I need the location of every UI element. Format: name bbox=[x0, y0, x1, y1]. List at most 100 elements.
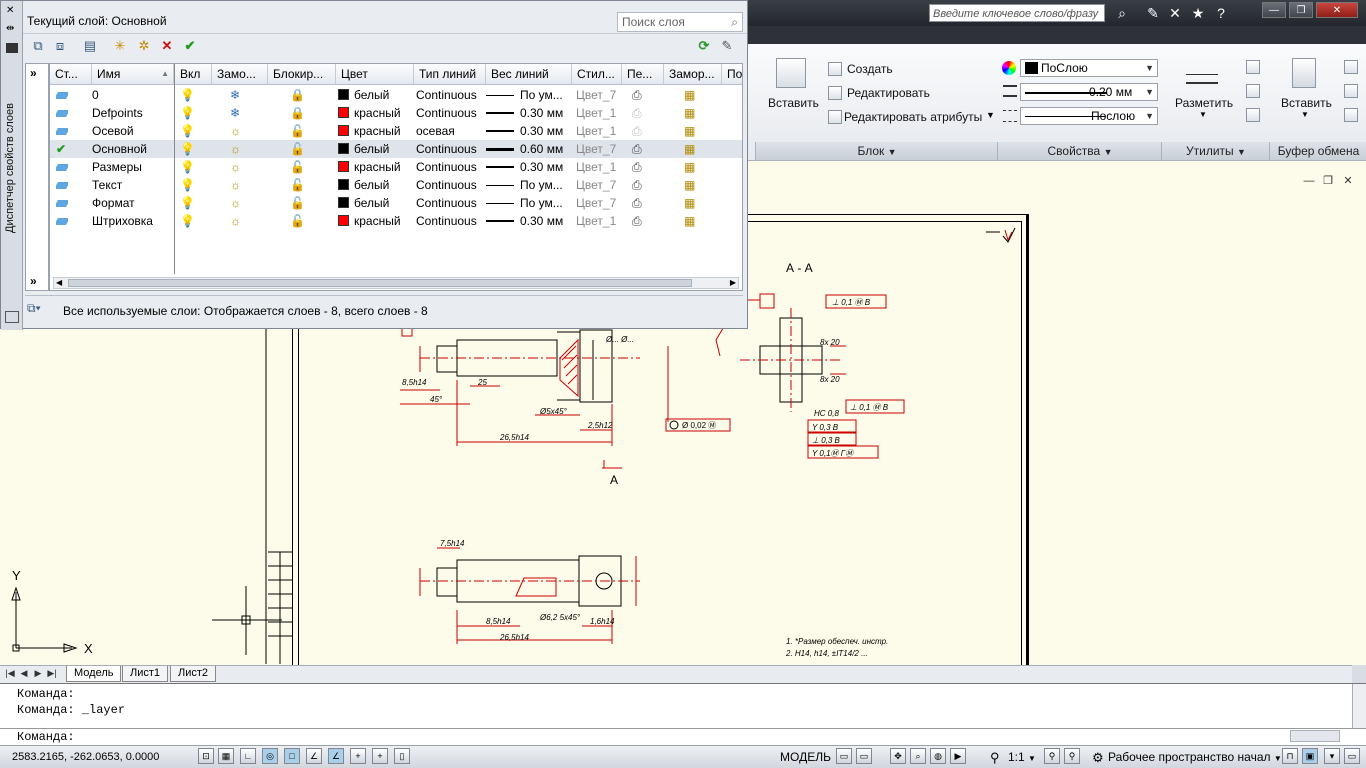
pan-icon[interactable]: ✥ bbox=[890, 748, 906, 764]
printer-icon[interactable]: ⎙ bbox=[632, 160, 642, 174]
help-icon[interactable]: ? bbox=[1217, 5, 1225, 21]
layer-linetype[interactable]: Continuous bbox=[416, 142, 477, 156]
lock-open-icon[interactable]: 🔓 bbox=[290, 160, 305, 174]
insert-block-icon[interactable] bbox=[776, 58, 806, 88]
tools-icon[interactable]: ✎ bbox=[1147, 5, 1159, 21]
col-plotstyle[interactable]: Стил... bbox=[572, 64, 622, 84]
help-search-input[interactable]: Введите ключевое слово/фразу bbox=[929, 4, 1105, 22]
tab-model[interactable]: Модель bbox=[66, 666, 122, 682]
color-combo[interactable]: ПоСлою▼ bbox=[1020, 59, 1158, 77]
lineweight-toggle-icon[interactable]: ▯ bbox=[394, 748, 410, 764]
scroll-right-icon[interactable]: ▶ bbox=[729, 278, 736, 287]
first-tab-icon[interactable]: |◀ bbox=[5, 668, 15, 678]
isolate-objects-icon[interactable]: ▾ bbox=[1324, 748, 1340, 764]
lock-closed-icon[interactable]: 🔒 bbox=[290, 106, 305, 120]
dynamic-ucs-icon[interactable]: + bbox=[350, 748, 366, 764]
properties-panel-title[interactable]: Свойства ▼ bbox=[997, 142, 1162, 160]
edit-attributes-button[interactable]: Редактировать атрибуты bbox=[844, 110, 983, 124]
vp-freeze-icon[interactable]: ▦ bbox=[684, 88, 696, 102]
new-group-filter-icon[interactable]: ⧈ bbox=[55, 38, 65, 53]
snap-mode-icon[interactable]: ▦ bbox=[218, 748, 234, 764]
hardware-acceleration-icon[interactable]: ▣ bbox=[1302, 748, 1318, 764]
layer-lineweight[interactable]: 0.30 мм bbox=[520, 214, 564, 228]
zoom-icon[interactable]: ⌕ bbox=[910, 748, 926, 764]
bulb-on-icon[interactable]: 💡 bbox=[180, 106, 195, 120]
col-vp-freeze[interactable]: Замор... bbox=[664, 64, 722, 84]
layer-properties-manager[interactable]: ✕ ⇹ Диспетчер свойств слоев Текущий слой… bbox=[0, 0, 748, 330]
layer-name[interactable]: Текст bbox=[92, 178, 123, 192]
layer-name[interactable]: Размеры bbox=[92, 160, 142, 174]
lock-open-icon[interactable]: 🔓 bbox=[290, 196, 305, 210]
layer-linetype[interactable]: Continuous bbox=[416, 214, 477, 228]
layer-name[interactable]: Основной bbox=[92, 142, 148, 156]
lineweight-combo[interactable]: 0.20 мм▼ bbox=[1020, 83, 1158, 101]
refresh-icon[interactable]: ⟳ bbox=[698, 38, 710, 53]
printer-icon[interactable]: ⎙ bbox=[632, 196, 642, 210]
layer-linetype[interactable]: Continuous bbox=[416, 106, 477, 120]
vp-freeze-icon[interactable]: ▦ bbox=[684, 178, 696, 192]
col-description[interactable]: По bbox=[722, 64, 742, 84]
col-freeze[interactable]: Замо... bbox=[212, 64, 268, 84]
layer-color-name[interactable]: белый bbox=[354, 196, 390, 210]
bulb-on-icon[interactable]: 💡 bbox=[180, 160, 195, 174]
layer-name[interactable]: Осевой bbox=[92, 124, 134, 138]
osnap-tracking-icon[interactable]: ∠ bbox=[328, 748, 344, 764]
printer-icon[interactable]: ⎙ bbox=[632, 106, 642, 120]
utilities-panel-title[interactable]: Утилиты ▼ bbox=[1161, 142, 1270, 160]
col-lock[interactable]: Блокир... bbox=[268, 64, 336, 84]
block-panel-title[interactable]: Блок ▼ bbox=[755, 142, 998, 160]
vp-freeze-icon[interactable]: ▦ bbox=[684, 124, 696, 138]
minimize-button[interactable]: — bbox=[1262, 2, 1286, 18]
horizontal-scrollbar[interactable]: ◀ ▶ bbox=[53, 277, 739, 289]
filter-tree-pane[interactable]: » » bbox=[25, 63, 49, 291]
cad-drawing-canvas[interactable]: 26,5h14 Ø5x45° 2,5h12 25 8,5h14 45° Ø...… bbox=[0, 160, 1366, 666]
layer-linetype[interactable]: Continuous bbox=[416, 160, 477, 174]
expand-filter-icon[interactable]: » bbox=[30, 66, 37, 80]
lock-open-icon[interactable]: 🔓 bbox=[290, 178, 305, 192]
model-space-button[interactable]: МОДЕЛЬ bbox=[780, 750, 831, 764]
measure-button[interactable]: Разметить bbox=[1175, 96, 1234, 110]
insert-button[interactable]: Вставить bbox=[768, 96, 819, 110]
color-swatch[interactable] bbox=[338, 89, 349, 100]
col-color[interactable]: Цвет bbox=[336, 64, 414, 84]
vp-freeze-icon[interactable]: ▦ bbox=[684, 214, 696, 228]
new-layer-vp-frozen-icon[interactable]: ✲ bbox=[138, 38, 150, 53]
col-linetype[interactable]: Тип линий bbox=[414, 64, 486, 84]
annotation-visibility-icon[interactable]: ⚲ bbox=[1044, 748, 1060, 764]
edit-block-button[interactable]: Редактировать bbox=[847, 86, 930, 100]
layer-name[interactable]: Формат bbox=[92, 196, 135, 210]
col-on[interactable]: Вкл bbox=[174, 64, 212, 84]
bulb-on-icon[interactable]: 💡 bbox=[180, 142, 195, 156]
layer-linetype[interactable]: Continuous bbox=[416, 178, 477, 192]
auto-scale-icon[interactable]: ⚲ bbox=[1064, 748, 1080, 764]
showmotion-icon[interactable]: ▶ bbox=[950, 748, 966, 764]
close-icon[interactable]: ✕ bbox=[6, 5, 15, 16]
binoculars-icon[interactable]: ⌕ bbox=[1118, 5, 1126, 21]
ortho-mode-icon[interactable]: ◎ bbox=[262, 748, 278, 764]
layer-lineweight[interactable]: По ум... bbox=[520, 196, 563, 210]
exchange-icon[interactable]: ✕ bbox=[1169, 5, 1181, 21]
bulb-on-icon[interactable]: 💡 bbox=[180, 196, 195, 210]
tab-layout2[interactable]: Лист2 bbox=[170, 666, 217, 682]
command-scrollbar[interactable] bbox=[1352, 684, 1366, 728]
layer-list[interactable]: Ст... Имя▲ Вкл Замо... Блокир... Цвет Ти… bbox=[49, 63, 743, 291]
printer-icon[interactable]: ⎙ bbox=[632, 142, 642, 156]
bulb-on-icon[interactable]: 💡 bbox=[180, 214, 195, 228]
vp-freeze-icon[interactable]: ▦ bbox=[684, 160, 696, 174]
layer-lineweight[interactable]: 0.30 мм bbox=[520, 106, 564, 120]
printer-icon[interactable]: ⎙ bbox=[632, 88, 642, 102]
grid-display-icon[interactable]: ∟ bbox=[240, 748, 256, 764]
new-property-filter-icon[interactable]: ⧉ bbox=[33, 38, 43, 53]
steeringwheel-icon[interactable]: ◍ bbox=[930, 748, 946, 764]
clean-screen-icon[interactable]: ▭ bbox=[1344, 748, 1360, 764]
layer-name[interactable]: Штриховка bbox=[92, 214, 153, 228]
new-layer-icon[interactable]: ✳ bbox=[114, 38, 126, 53]
vp-freeze-icon[interactable]: ▦ bbox=[684, 106, 696, 120]
layer-color-name[interactable]: красный bbox=[354, 160, 401, 174]
